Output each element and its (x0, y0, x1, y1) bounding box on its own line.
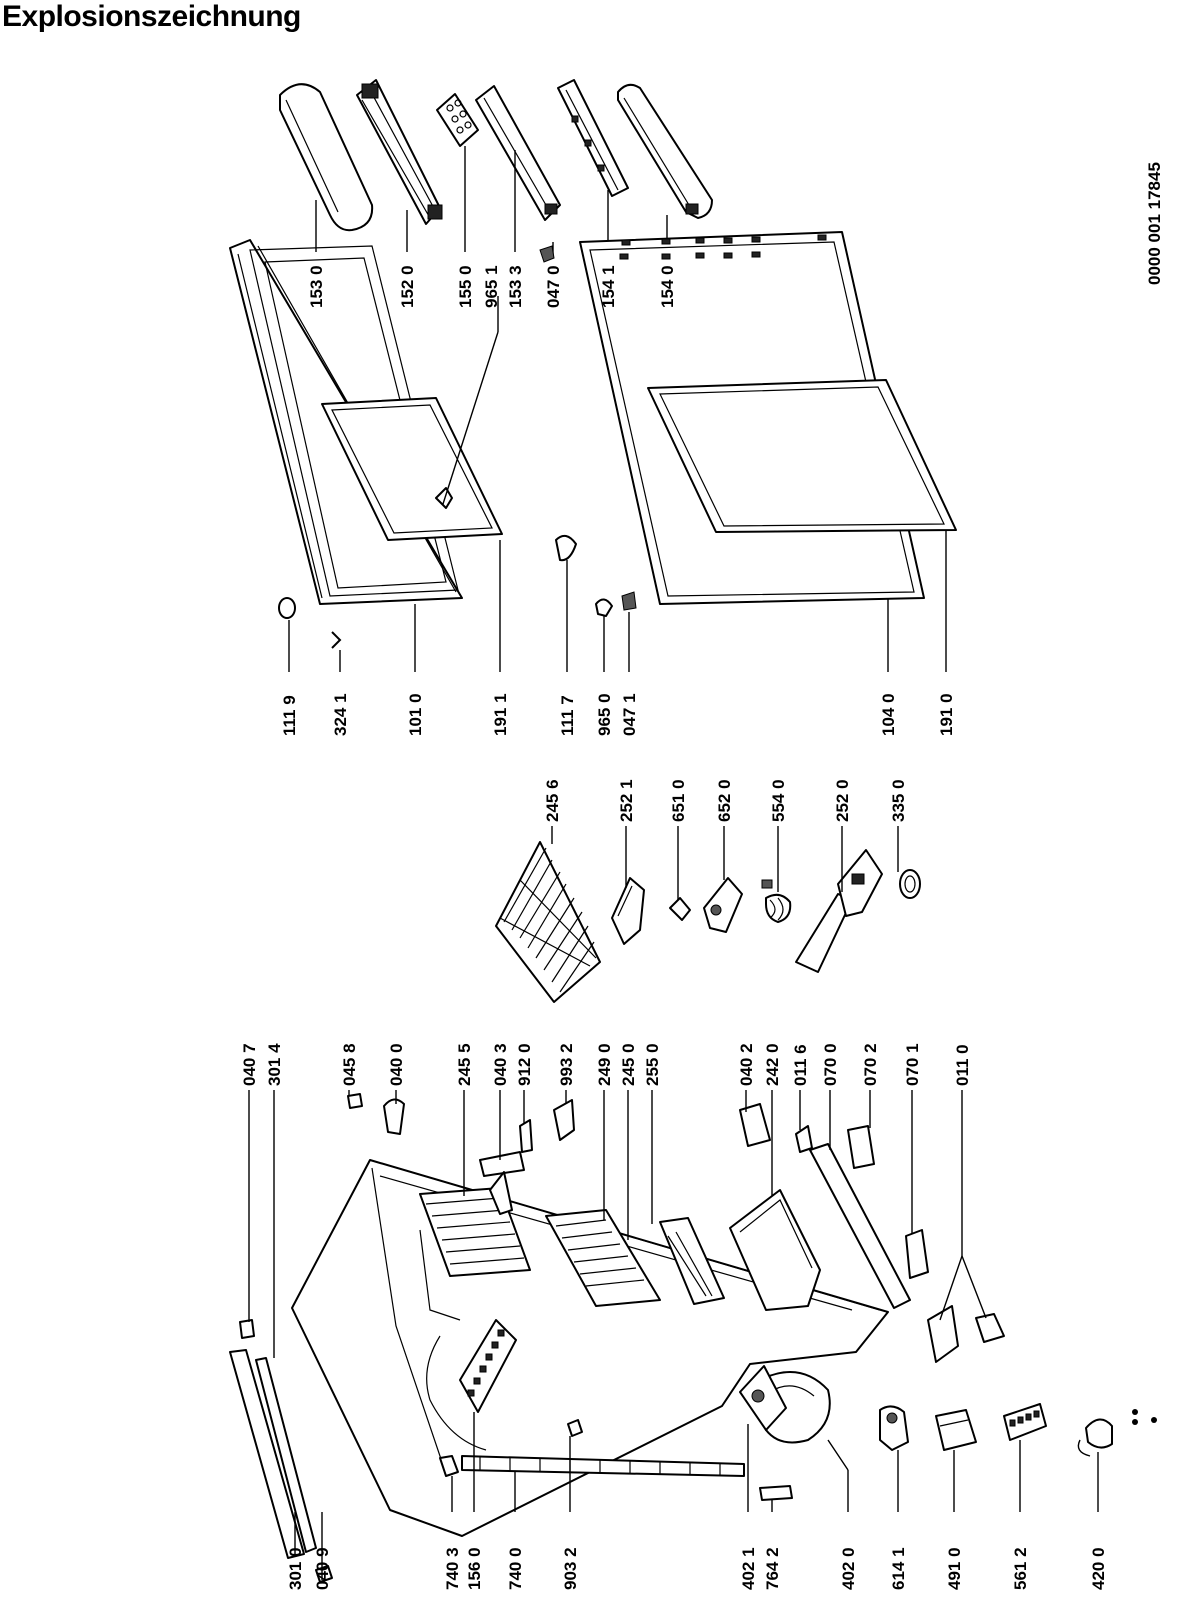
fridge-shelves-2490-2450-2550 (545, 1209, 725, 1307)
condenser-1560 (459, 1319, 517, 1413)
part-label: 614 1 (889, 1547, 908, 1590)
part-label: 152 0 (398, 265, 417, 308)
part-label: 070 1 (903, 1043, 922, 1086)
part-label: 153 0 (307, 265, 326, 308)
fridge-door-small-parts (555, 534, 637, 617)
part-label: 255 0 (643, 1043, 662, 1086)
part-label: 249 0 (595, 1043, 614, 1086)
part-label: 420 0 (1089, 1547, 1108, 1590)
part-label: 252 0 (833, 779, 852, 822)
part-label: 191 1 (491, 693, 510, 736)
cover-4910 (935, 1409, 977, 1451)
part-label: 301 0 (286, 1547, 305, 1590)
page-title: Explosionszeichnung (2, 0, 301, 33)
part-label: 040 0 (387, 1043, 406, 1086)
part-label: 652 0 (715, 779, 734, 822)
part-label: 156 0 (465, 1547, 484, 1590)
part-label: 301 4 (265, 1043, 284, 1086)
part-label: 965 0 (595, 693, 614, 736)
freezer-door-small-parts (278, 245, 555, 649)
door-shelf-1540 (617, 83, 713, 219)
leaders-middle (551, 826, 899, 900)
document-number: 0000 001 17845 (1145, 162, 1164, 285)
part-label: 047 0 (544, 265, 563, 308)
part-label: 047 1 (620, 693, 639, 736)
part-label: 252 1 (617, 779, 636, 822)
leaders-cabinet-bottom (294, 1412, 1099, 1580)
door-shelf-1530 (279, 83, 374, 232)
part-labels: 153 0 152 0 155 0 965 1 153 3 047 0 154 … (240, 265, 1108, 1590)
leaders-freezer-door (288, 296, 501, 672)
control-housing-2520 (795, 849, 883, 973)
freezer-gasket-1911 (321, 397, 503, 541)
part-label: 561 2 (1011, 1547, 1030, 1590)
compressor-4020 (739, 1365, 831, 1444)
part-label: 040 7 (240, 1043, 259, 1086)
part-label: 040 2 (737, 1043, 756, 1086)
bottom-grille-7400 (461, 1455, 745, 1477)
base-plate-7642 (759, 1485, 793, 1501)
wire-shelf-2456 (495, 841, 601, 1003)
part-label: 070 0 (821, 1043, 840, 1086)
part-label: 153 3 (506, 265, 525, 308)
lamp-6510 (669, 897, 691, 921)
part-label: 154 0 (658, 265, 677, 308)
part-label: 111 7 (558, 695, 577, 736)
capacitor-4200 (1077, 1418, 1113, 1457)
leaders-cabinet-top (248, 1090, 987, 1358)
part-label: 324 1 (331, 693, 350, 736)
fridge-gasket-1910 (647, 379, 957, 533)
part-label: 402 1 (739, 1547, 758, 1590)
part-label: 245 5 (455, 1043, 474, 1086)
part-label: 903 2 (561, 1547, 580, 1590)
part-label: 245 0 (619, 1043, 638, 1086)
part-label: 040 3 (491, 1043, 510, 1086)
part-label: 191 0 (937, 693, 956, 736)
part-label: 242 0 (763, 1043, 782, 1086)
part-label: 070 2 (861, 1043, 880, 1086)
door-rack-1520 (356, 79, 443, 225)
leaders-fridge-door (566, 530, 947, 672)
thermostat-6520 (703, 877, 743, 933)
leaders-top (315, 146, 668, 258)
part-label: 011 6 (791, 1044, 810, 1086)
part-label: 764 2 (763, 1547, 782, 1590)
part-label: 045 8 (340, 1043, 359, 1086)
part-label: 554 0 (769, 779, 788, 822)
relay-6141 (879, 1405, 909, 1451)
part-label: 402 0 (839, 1547, 858, 1590)
part-label: 104 0 (879, 693, 898, 736)
connector-5612 (1003, 1403, 1047, 1441)
part-label: 101 0 (406, 693, 425, 736)
bottle-holder-1541 (557, 79, 629, 197)
part-label: 335 0 (889, 779, 908, 822)
cabinet-small-parts (229, 1093, 1005, 1583)
part-label: 111 9 (280, 695, 299, 736)
dots (1132, 1409, 1157, 1425)
switch-5540 (761, 879, 792, 923)
part-label: 154 1 (599, 265, 618, 308)
part-label: 491 0 (945, 1547, 964, 1590)
crisper-drawer-2420 (729, 1189, 821, 1311)
part-label: 245 6 (543, 779, 562, 822)
part-label: 651 0 (669, 779, 688, 822)
part-label: 740 3 (443, 1547, 462, 1590)
lamp-cover-2521 (611, 877, 645, 945)
knob-3350 (899, 869, 921, 899)
door-shelf-1533 (475, 85, 561, 221)
egg-tray-1550 (436, 93, 479, 147)
part-label: 740 0 (506, 1547, 525, 1590)
part-label: 040 9 (313, 1547, 332, 1590)
part-label: 912 0 (515, 1043, 534, 1086)
part-label: 965 1 (482, 265, 501, 308)
part-label: 011 0 (953, 1044, 972, 1086)
part-label: 993 2 (557, 1043, 576, 1086)
part-label: 155 0 (456, 265, 475, 308)
